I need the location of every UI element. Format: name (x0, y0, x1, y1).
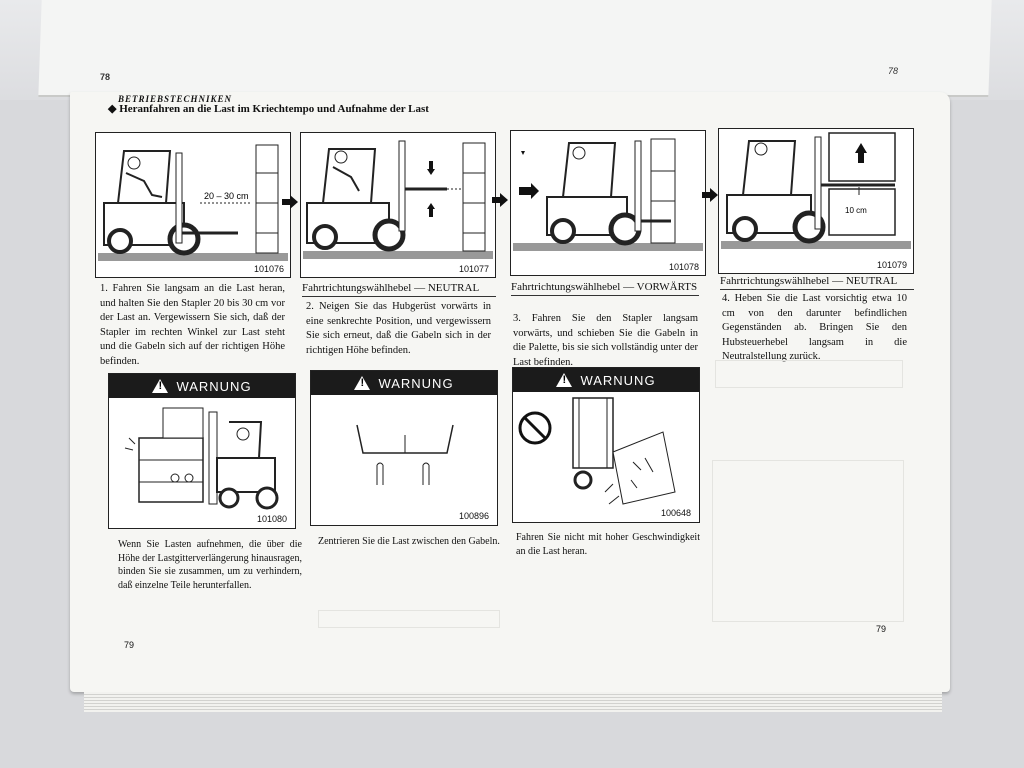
forklift-approach-drawing (98, 144, 288, 261)
dimension-label: 20 – 30 cm (204, 191, 249, 201)
centered-load-drawing (356, 424, 454, 485)
illustration-step-2: 101077 (300, 132, 496, 278)
figure-code: 101076 (253, 264, 284, 274)
warning-header: WARNUNG (311, 371, 497, 395)
prev-page-number-right: 78 (888, 66, 899, 76)
figure-code: 101080 (256, 514, 287, 524)
tied-load-drawing (124, 407, 279, 510)
lever-note-step-2: Fahrtrichtungswählhebel — NEUTRAL (302, 281, 496, 297)
warning-triangle-icon (152, 379, 169, 393)
warning-box-1: WARNUNG 101080 (108, 373, 296, 529)
page-number-right: 79 (876, 624, 887, 634)
dimension-label: 10 cm (845, 206, 867, 215)
figure-code: 101079 (876, 260, 907, 270)
arrow-right-icon (702, 188, 718, 202)
lever-note-step-3: Fahrtrichtungswählhebel — VORWÄRTS (511, 280, 699, 296)
illustration-step-4: 10 cm 101079 (718, 128, 914, 274)
warning-caption-3: Fahren Sie nicht mit hoher Geschwindigke… (516, 532, 700, 557)
warning-box-2: WARNUNG 100896 (310, 370, 498, 526)
previous-page-flap (38, 0, 992, 97)
step-3-text: 3. Fahren Sie den Stapler langsam vorwär… (513, 313, 698, 368)
forklift-lift-drawing (721, 132, 911, 249)
step-2-text: 2. Neigen Sie das Hubgerüst vorwärts in … (306, 301, 491, 356)
arrow-right-icon (492, 193, 508, 207)
show-through-figure (712, 460, 904, 622)
warning-label: WARNUNG (176, 378, 252, 394)
warning-triangle-icon (556, 373, 573, 387)
lever-note-step-4: Fahrtrichtungswählhebel — NEUTRAL (720, 274, 914, 290)
figure-code: 100896 (458, 511, 489, 521)
step-4-text: 4. Heben Sie die Last vorsichtig etwa 10… (722, 293, 907, 362)
arrow-right-icon (282, 195, 298, 209)
warning-caption-1: Wenn Sie Lasten aufnehmen, die über die … (118, 539, 302, 591)
illustration-step-1: 20 – 30 cm 101076 (95, 132, 291, 278)
forklift-insert-drawing (513, 138, 703, 251)
warning-label: WARNUNG (580, 372, 656, 388)
prev-page-number-left: 78 (100, 72, 111, 82)
section-title: BETRIEBSTECHNIKEN (118, 94, 233, 104)
page-stack-edge (84, 692, 942, 712)
warning-triangle-icon (354, 376, 371, 390)
illustration-step-3: 101078 (510, 130, 706, 276)
show-through-bar (715, 360, 903, 388)
show-through-figure (318, 610, 500, 628)
subsection-title: ◆ Heranfahren an die Last im Kriechtempo… (108, 103, 429, 115)
figure-code: 101078 (668, 262, 699, 272)
page-number-left: 79 (124, 640, 135, 650)
step-1-text: 1. Fahren Sie langsam an die Last heran,… (100, 283, 285, 367)
figure-code: 101077 (458, 264, 489, 274)
warning-box-3: WARNUNG 100648 (512, 367, 700, 523)
speed-prohibited-drawing (518, 397, 676, 505)
warning-header: WARNUNG (109, 374, 295, 398)
subsection-title-text: Heranfahren an die Last im Kriechtempo u… (119, 103, 429, 115)
forklift-tilt-drawing (303, 140, 493, 259)
warning-header: WARNUNG (513, 368, 699, 392)
figure-code: 100648 (660, 508, 691, 518)
warning-label: WARNUNG (378, 375, 454, 391)
warning-caption-2: Zentrieren Sie die Last zwischen den Gab… (318, 536, 500, 547)
